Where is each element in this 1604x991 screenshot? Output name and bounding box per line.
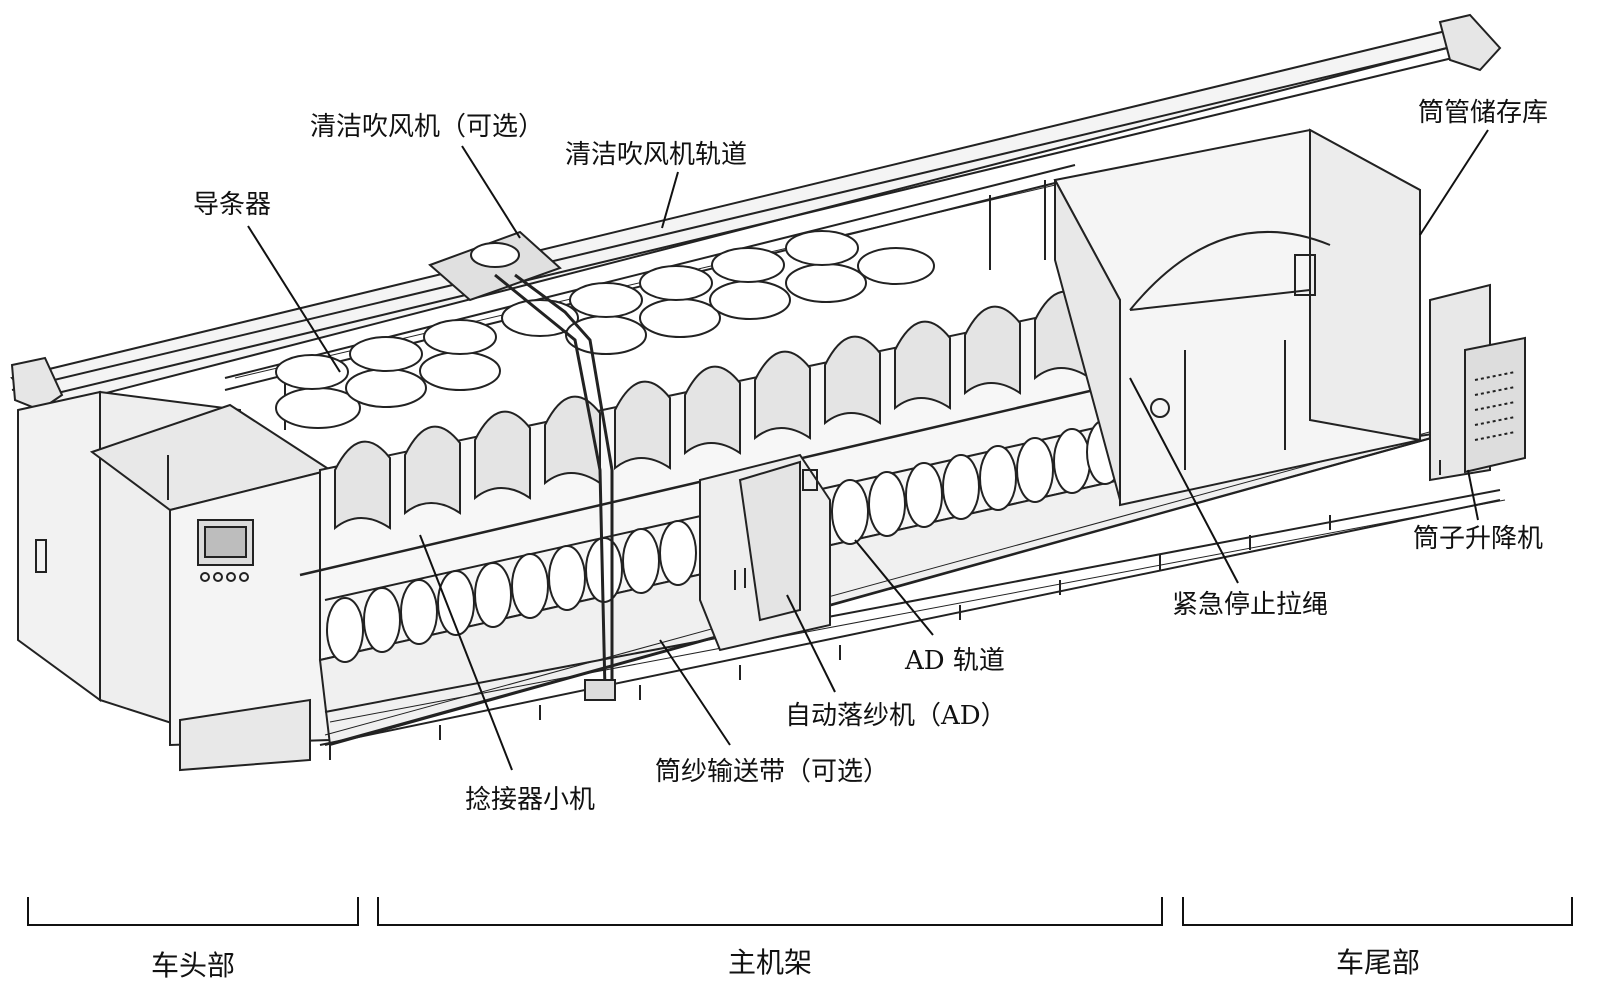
leader-auto-doffer xyxy=(786,594,836,693)
section-label-tail: 车尾部 xyxy=(1336,946,1420,979)
leader-tube-lifter xyxy=(1467,469,1479,521)
label-piecer-carriage: 捻接器小机 xyxy=(465,785,595,815)
leader-lines xyxy=(247,129,1489,771)
leader-ad-track xyxy=(854,539,934,636)
leader-piecer-carriage xyxy=(419,534,513,771)
auto-doffer-carriage xyxy=(699,453,831,652)
label-tube-lifter: 筒子升降机 xyxy=(1413,524,1543,554)
bracket-head xyxy=(27,897,359,926)
label-cleaning-blower: 清洁吹风机（可选） xyxy=(310,112,544,142)
label-package-conveyor: 筒纱输送带（可选） xyxy=(655,757,889,787)
label-tube-storage: 筒管储存库 xyxy=(1418,98,1548,128)
yarn-packages xyxy=(326,419,1124,663)
label-cleaning-blower-track: 清洁吹风机轨道 xyxy=(565,140,747,170)
bracket-main-frame xyxy=(377,897,1163,926)
label-sliver-guide: 导条器 xyxy=(193,190,271,220)
leader-package-conveyor xyxy=(659,639,731,746)
machine-illustration xyxy=(10,13,1526,772)
cleaning-blower-unit xyxy=(428,230,616,701)
section-label-main-frame: 主机架 xyxy=(728,946,812,979)
overhead-rail xyxy=(10,13,1502,412)
label-emergency-stop-cord: 紧急停止拉绳 xyxy=(1172,590,1328,620)
tail-cabinet xyxy=(1053,128,1526,507)
leader-emergency-stop-cord xyxy=(1129,377,1239,584)
leader-tube-storage xyxy=(1419,129,1489,236)
support-feet xyxy=(329,460,1441,760)
sliver-cans xyxy=(275,230,935,429)
bracket-tail xyxy=(1182,897,1573,926)
section-label-head: 车头部 xyxy=(151,949,235,982)
section-brackets xyxy=(27,897,1573,926)
head-cabinet xyxy=(17,390,333,772)
label-ad-track: AD 轨道 xyxy=(904,646,1005,676)
leader-cleaning-blower xyxy=(461,145,521,239)
leader-sliver-guide xyxy=(247,225,341,373)
label-auto-doffer: 自动落纱机（AD） xyxy=(785,701,1007,731)
leader-cleaning-blower-track xyxy=(661,171,679,229)
